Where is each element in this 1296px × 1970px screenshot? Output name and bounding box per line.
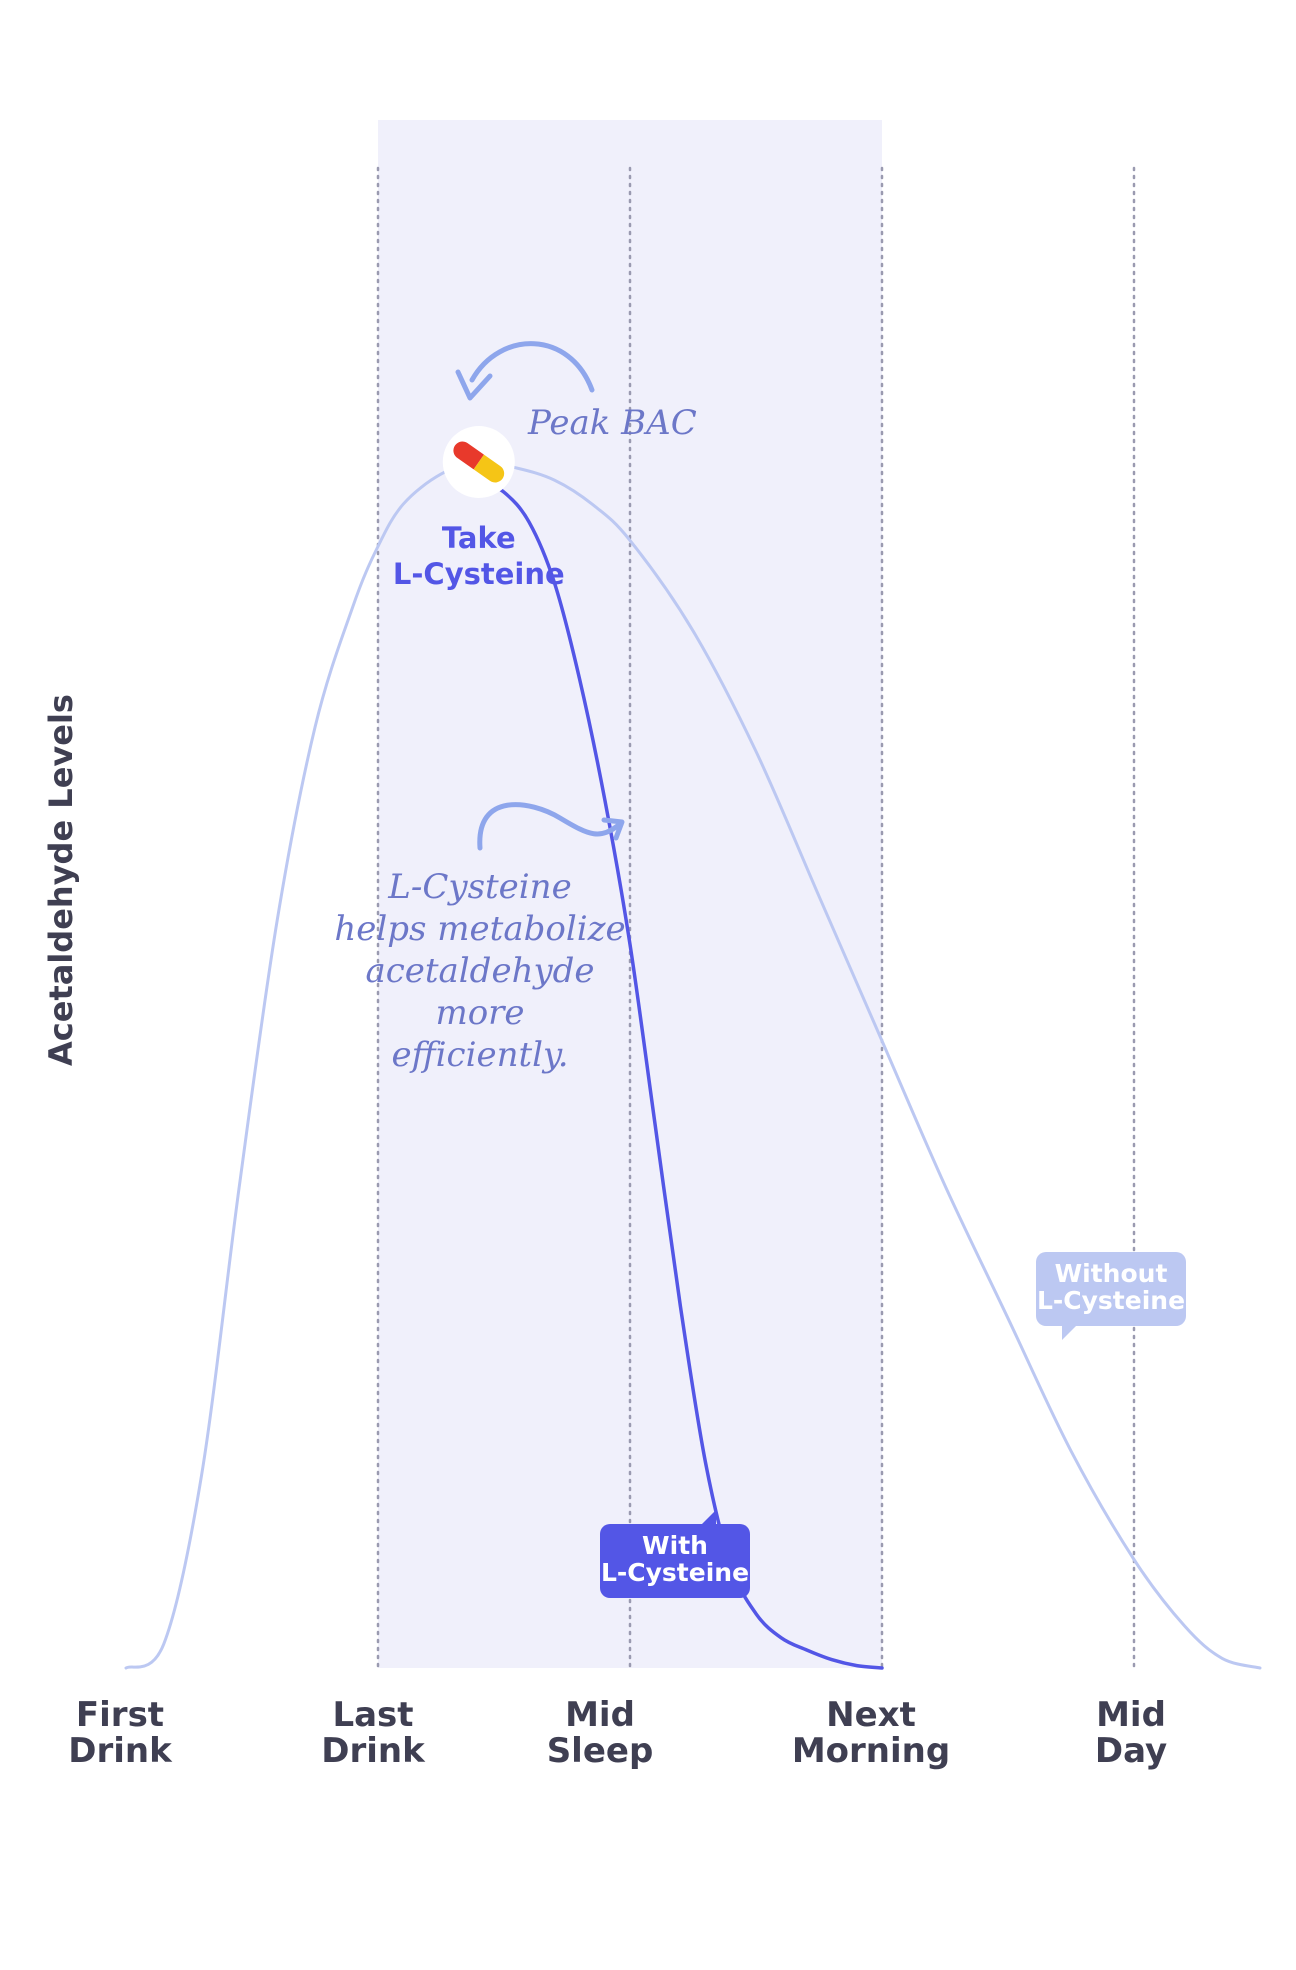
- peak-arrow: [469, 341, 595, 393]
- series-line-without: [124, 460, 1262, 1670]
- grid-lines: [376, 166, 1136, 1670]
- pill-icon: [453, 441, 505, 483]
- note-arrow: [477, 802, 623, 851]
- series-line-with: [477, 478, 884, 1670]
- y-axis-label: Acetaldehyde Levels: [42, 694, 80, 1066]
- note-arrow-head: [601, 817, 625, 841]
- peak-bac-label: Peak BAC: [527, 403, 697, 443]
- series-lines: [124, 460, 1262, 1670]
- peak-arrow-head: [455, 369, 493, 401]
